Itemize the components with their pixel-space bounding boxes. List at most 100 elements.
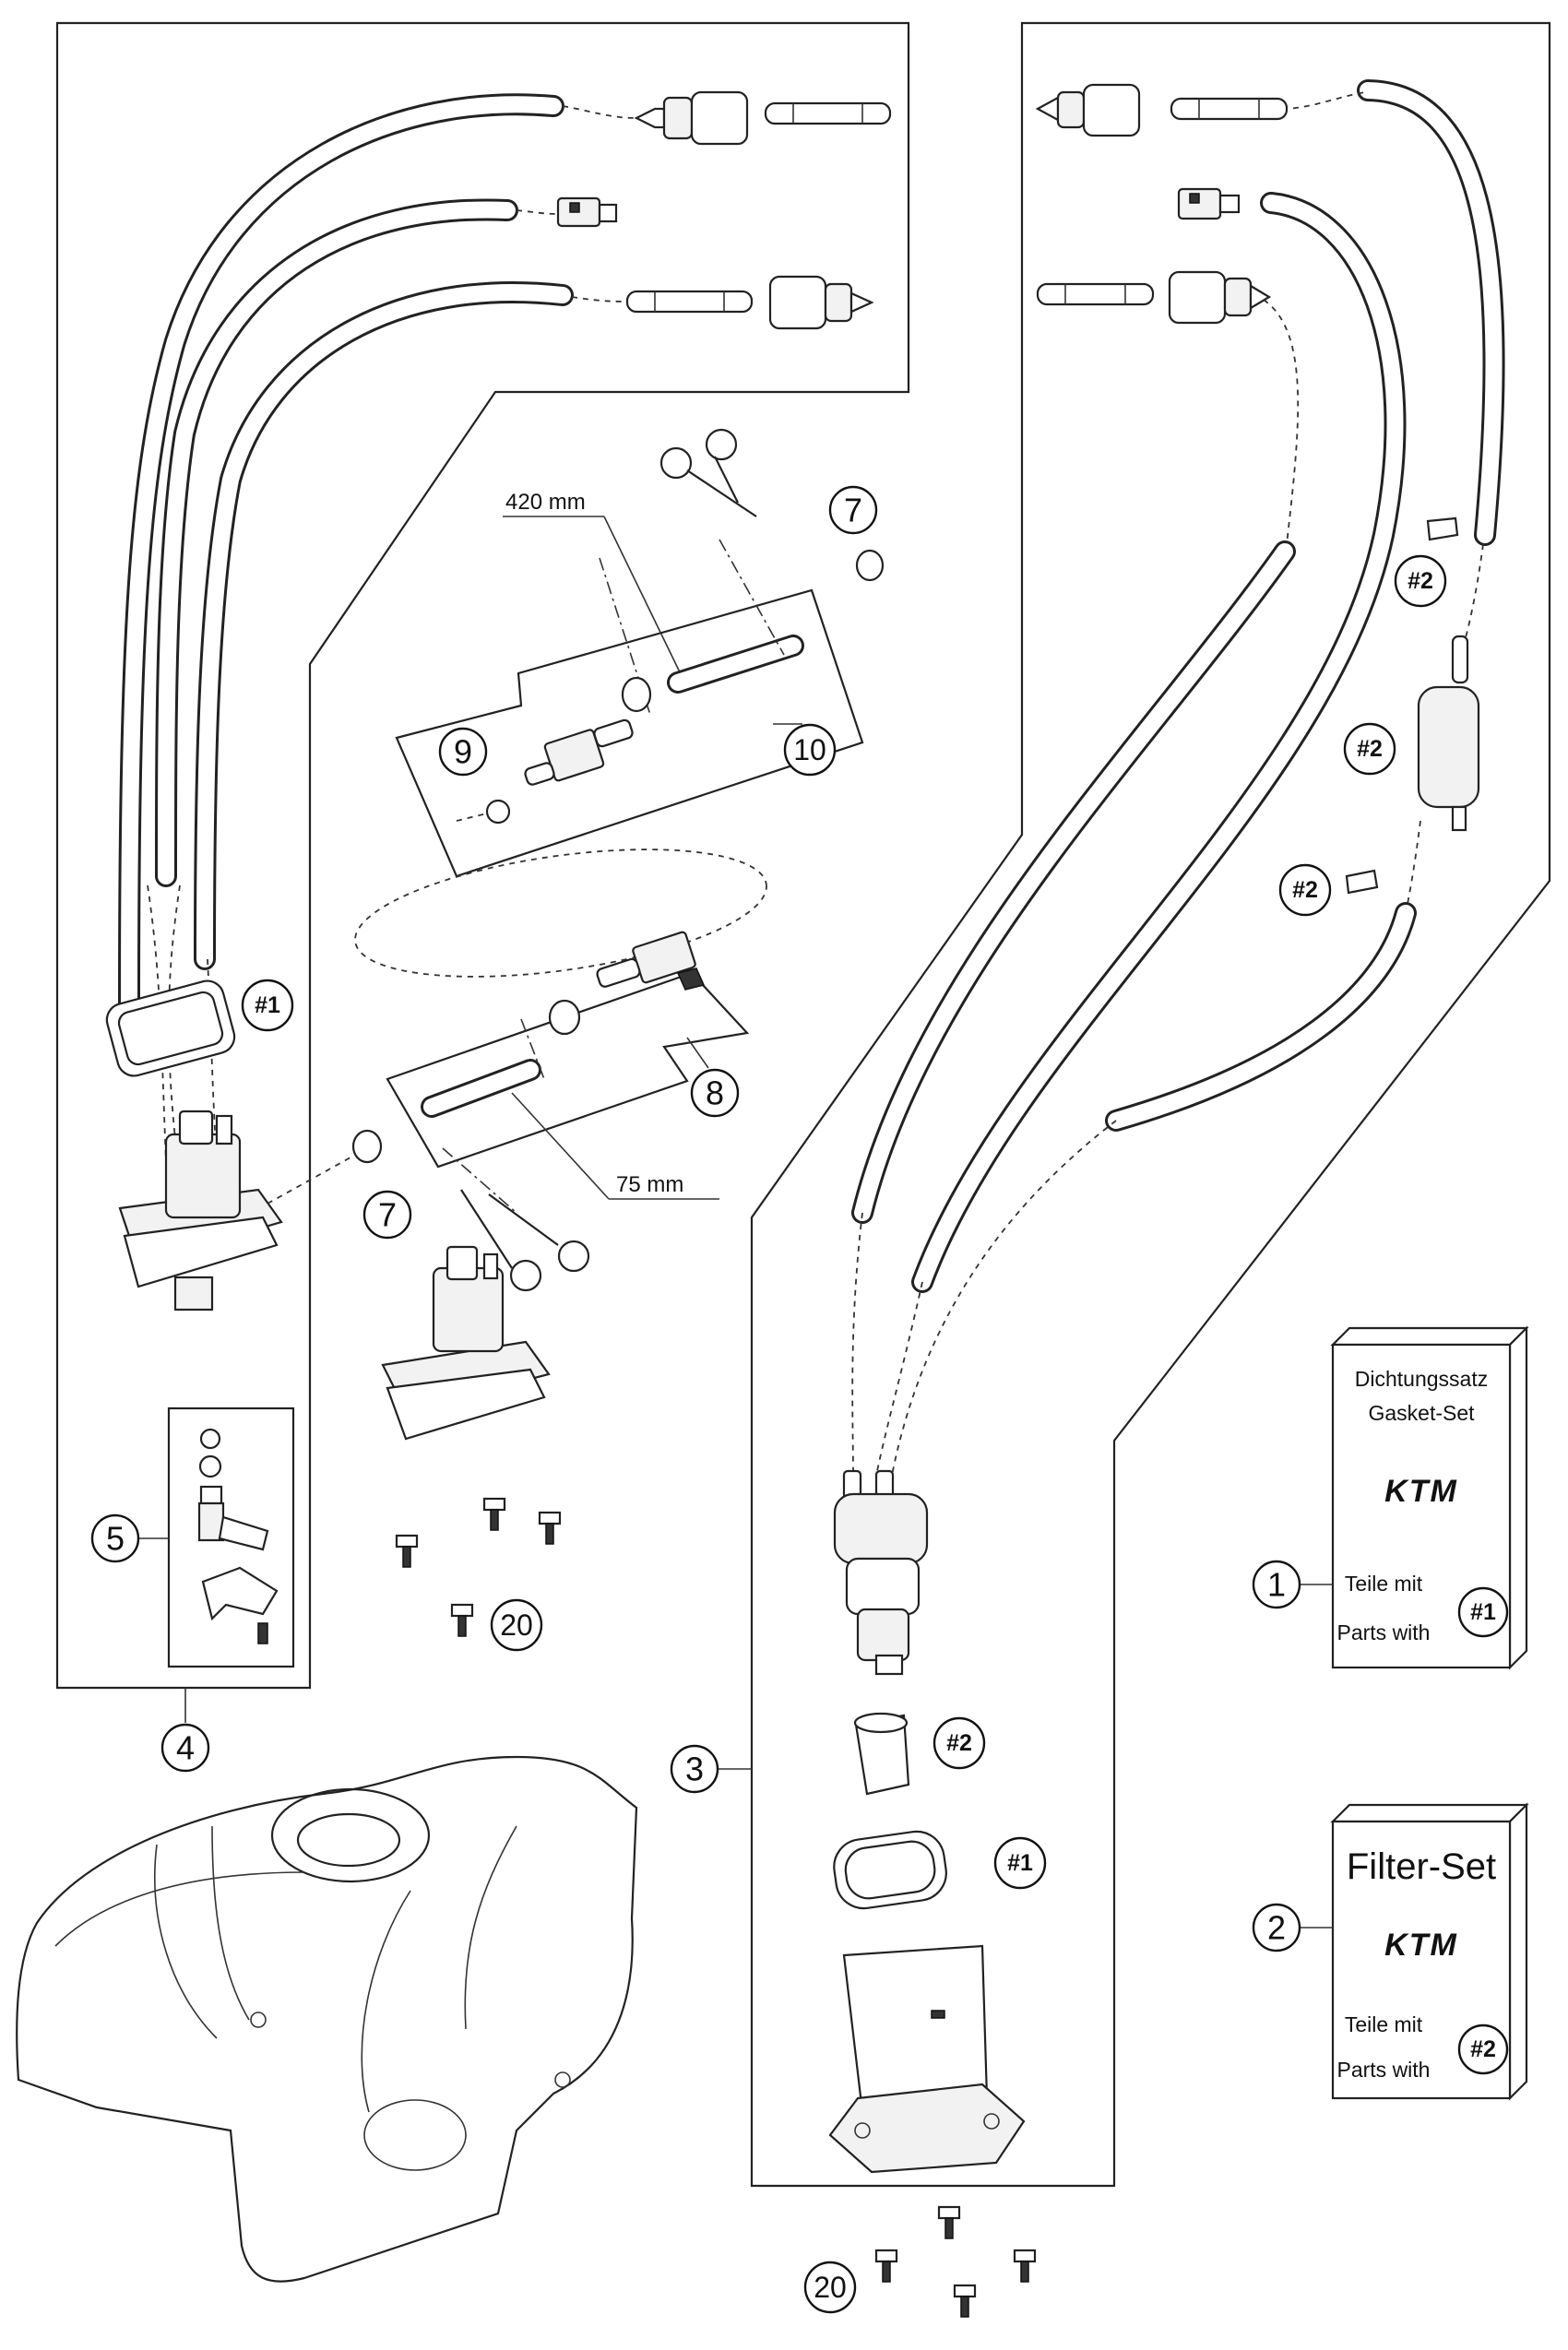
gasket-kit-parts-en: Parts with — [1337, 1620, 1431, 1644]
quick-connector-top-left — [634, 90, 749, 146]
hose-clamp-7-top — [855, 549, 885, 582]
dimension-leader-420 — [603, 516, 683, 679]
callout-20-right — [803, 2261, 857, 2314]
dash-link — [1461, 543, 1484, 651]
callout-20-left — [490, 1598, 543, 1652]
callout-8 — [690, 1068, 740, 1118]
ref-badge-strainer — [932, 1716, 986, 1770]
dash-link — [851, 1212, 863, 1477]
scissors-icon — [460, 1189, 590, 1292]
quick-connector-top-right — [1035, 83, 1141, 137]
pump-housing-flange — [828, 1944, 1026, 2174]
callout-3-label: 3 — [685, 1751, 704, 1788]
callout-7-top-label: 7 — [844, 492, 862, 529]
check-valve-9 — [456, 718, 634, 825]
callout-4-label: 4 — [176, 1729, 195, 1767]
callout-7-top — [828, 485, 878, 535]
callout-9 — [438, 727, 488, 777]
quick-connector-mid-right — [1168, 270, 1272, 325]
ref-clip-top: #2 — [1408, 568, 1433, 594]
cut-line — [520, 1018, 545, 1080]
callout-8-label: 8 — [706, 1074, 724, 1112]
screws-20-left — [395, 1497, 562, 1637]
cut-line — [719, 539, 785, 656]
fuel-strainer — [853, 1712, 910, 1796]
callout-1-label: 1 — [1267, 1566, 1286, 1604]
dash-link — [1406, 820, 1421, 909]
ref-badge — [1457, 1586, 1509, 1638]
callout-20-right-label: 20 — [814, 2271, 847, 2304]
pump-flange-loose — [381, 1245, 551, 1441]
ref-clip-bottom: #2 — [1292, 877, 1318, 903]
inline-fuel-filter — [1417, 635, 1480, 832]
hose-clamp-7-bottom — [351, 1129, 383, 1164]
gasket-ring-right — [833, 1830, 947, 1910]
hose-fitting-top-right — [1170, 97, 1289, 121]
electrical-connector-right — [1177, 187, 1241, 220]
filter-kit-title: Filter-Set — [1347, 1846, 1496, 1887]
gasket-kit-title-en: Gasket-Set — [1368, 1401, 1475, 1425]
ref-badge-gasket-frame — [241, 979, 294, 1032]
callout-20-left-label: 20 — [500, 1608, 533, 1642]
left-hose-bundle — [118, 93, 574, 1016]
leader-line — [686, 1037, 709, 1069]
ktm-logo: KTM — [1384, 1474, 1458, 1509]
nipple-parts-group-5 — [197, 1428, 279, 1644]
hose-clamp-10 — [621, 676, 652, 713]
cut-line — [442, 1147, 517, 1214]
ref-filter: #2 — [1357, 736, 1383, 762]
hose-clip-bottom — [1345, 869, 1379, 895]
dimension-leader-75 — [511, 1092, 610, 1200]
ref-badge-filter — [1343, 722, 1396, 776]
hose-clip-top — [1426, 516, 1459, 541]
ref-badge-clip-bottom — [1278, 863, 1332, 917]
callout-5-label: 5 — [106, 1520, 125, 1558]
fuel-tank — [16, 1755, 638, 2283]
scissors-icon — [659, 428, 757, 517]
dash-link — [875, 1281, 923, 1477]
callout-9-label: 9 — [454, 733, 472, 771]
dash-link — [1263, 299, 1300, 545]
callout-5 — [90, 1513, 140, 1563]
hose-fitting-mid-right — [1036, 282, 1155, 306]
filter-kit-parts-en: Parts with — [1337, 2058, 1431, 2082]
dimension-420mm: 420 mm — [505, 490, 586, 515]
pump-flange-assembly-left — [105, 884, 283, 1311]
group-4-outline — [55, 21, 910, 1690]
group-3-outline — [750, 21, 1551, 2188]
callout-7-bottom — [362, 1190, 412, 1240]
dash-link — [1281, 91, 1366, 110]
gasket-kit-title-de: Dichtungssatz — [1355, 1367, 1488, 1391]
ktm-logo: KTM — [1384, 1928, 1458, 1963]
hose-fitting-mid-left — [625, 290, 754, 314]
electrical-connector-left — [556, 196, 618, 228]
ref-gasket-frame: #1 — [255, 992, 280, 1018]
ref-badge-clip-top — [1394, 554, 1447, 608]
ref-strainer: #2 — [946, 1730, 972, 1756]
callout-10 — [783, 723, 837, 777]
gasket-kit-parts-de: Teile mit — [1345, 1572, 1423, 1596]
gasket-kit-ref: #1 — [1470, 1599, 1496, 1625]
hose-clamp-8 — [548, 999, 581, 1036]
callout-4 — [160, 1723, 210, 1773]
connection-loop — [354, 849, 767, 978]
hose-fitting-top-left — [764, 101, 892, 125]
callout-3 — [670, 1744, 719, 1794]
hose-section-10 — [667, 635, 804, 694]
ref-badge — [1457, 2024, 1509, 2075]
group-5-box — [167, 1406, 295, 1668]
dash-link — [562, 105, 637, 119]
callout-1 — [1252, 1560, 1301, 1609]
callout-10-label: 10 — [793, 733, 826, 766]
quick-connector-mid-left — [768, 275, 874, 330]
fuel-pump-right — [833, 1469, 929, 1676]
callout-2-label: 2 — [1267, 1909, 1286, 1947]
dash-link — [571, 296, 628, 303]
dash-link — [889, 1120, 1117, 1486]
hose-section-8 — [421, 1059, 541, 1118]
fuel-connector-8 — [596, 931, 706, 991]
filter-kit-ref: #2 — [1470, 2036, 1496, 2062]
right-hose-bundle — [851, 79, 1505, 1293]
ref-badge-gasket-ring — [993, 1836, 1047, 1890]
